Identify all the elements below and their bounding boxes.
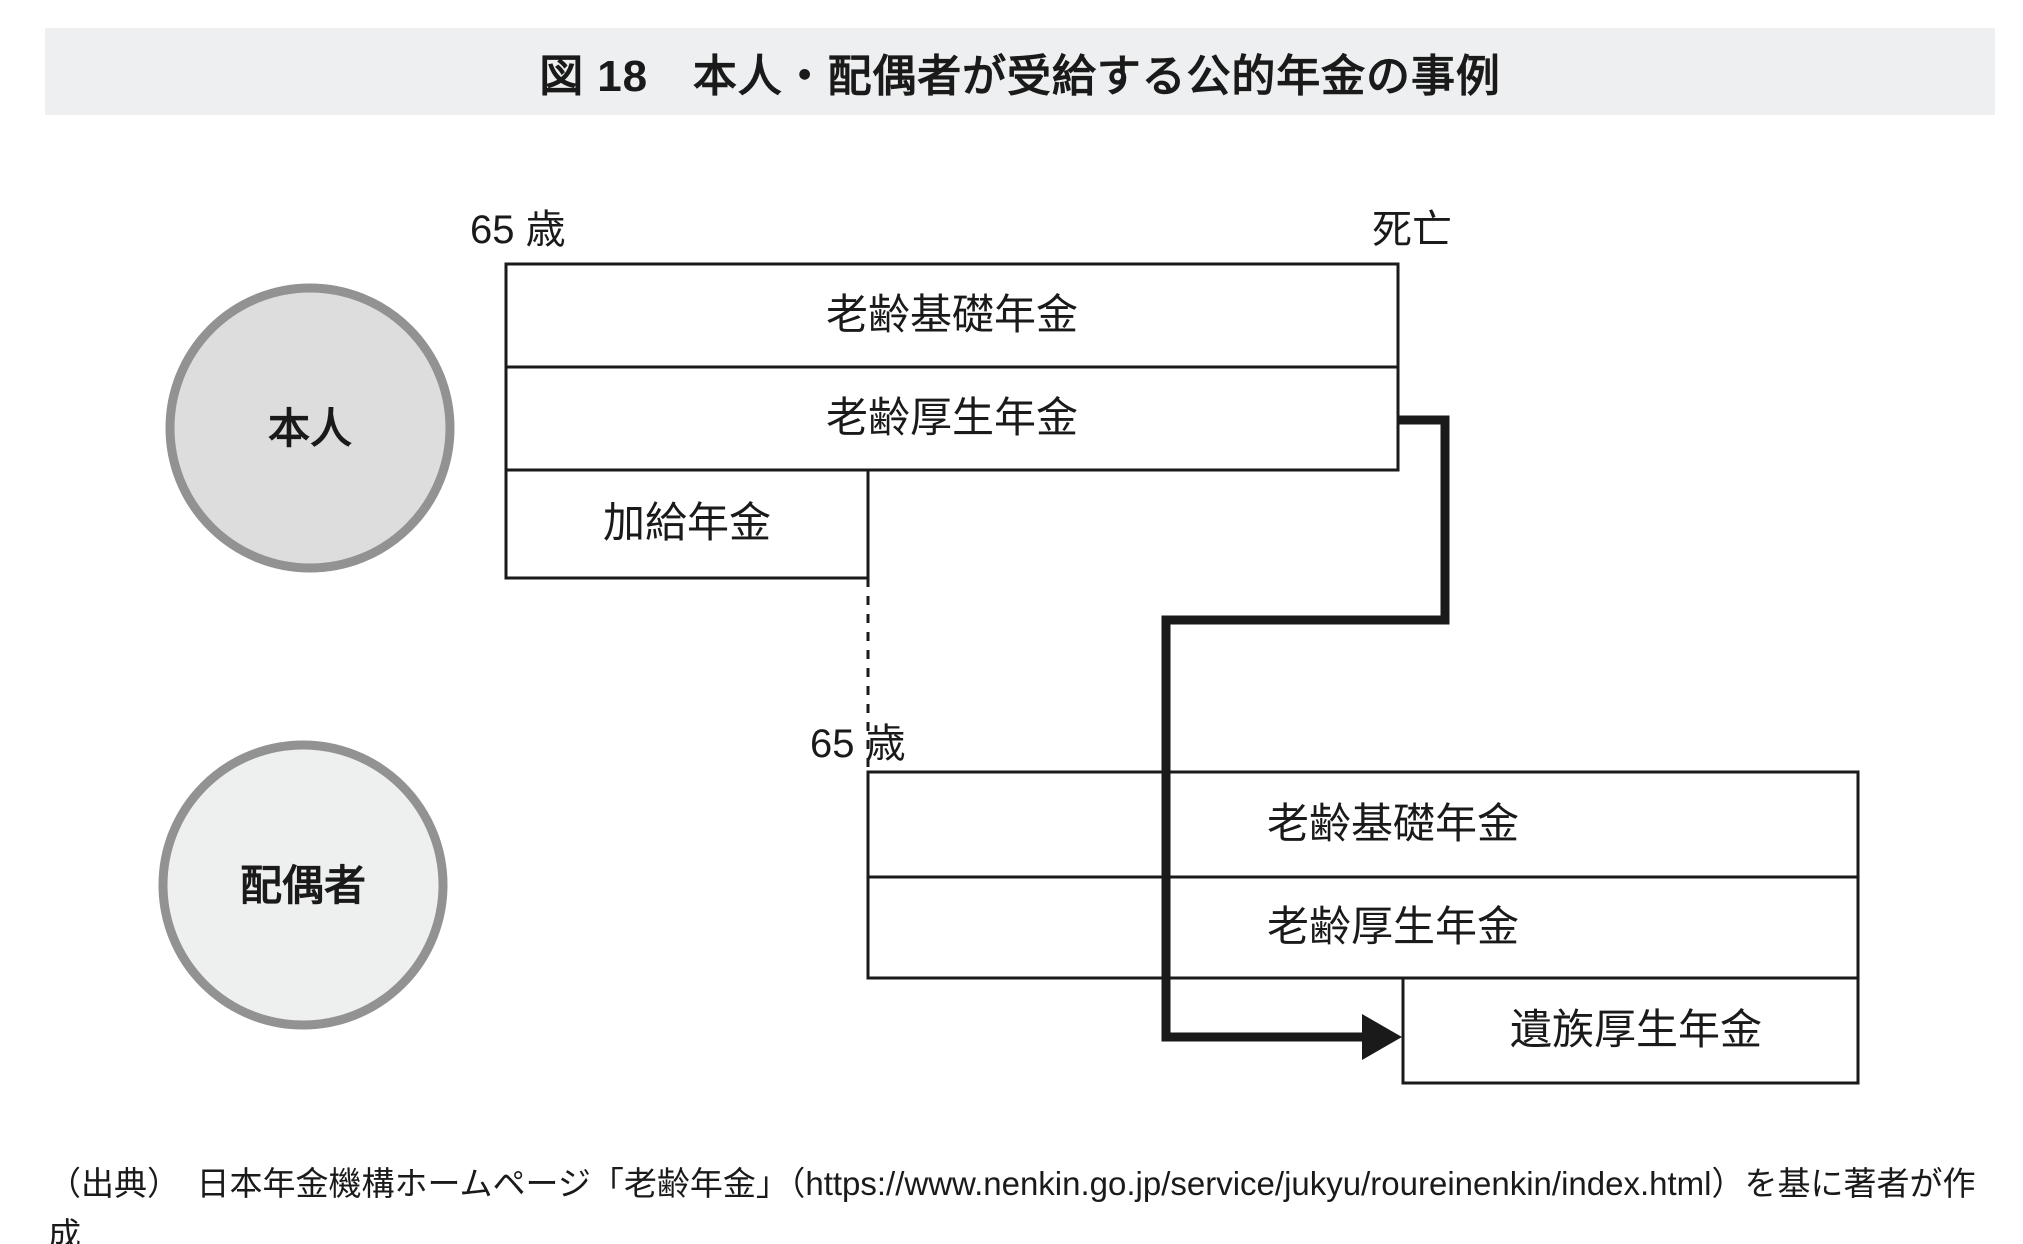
spouse-avatar-circle <box>158 740 448 1030</box>
spouse-benefit-box-2 <box>866 875 1860 980</box>
self-avatar-label: 本人 <box>268 405 352 452</box>
source-prefix: （出典） <box>48 1165 164 1202</box>
spouse-benefit-box-1 <box>866 770 1860 879</box>
self-avatar-circle <box>165 283 455 573</box>
spouse-age-marker-label: 65 歳 <box>810 722 906 766</box>
self-benefit-label-3: 加給年金 <box>603 499 771 546</box>
spouse-benefit-box-3 <box>1401 976 1860 1085</box>
self-benefit-box-3 <box>504 468 870 580</box>
spouse-benefit-label-3: 遺族厚生年金 <box>1510 1006 1762 1053</box>
self-benefit-label-2: 老齢厚生年金 <box>826 394 1078 441</box>
spouse-benefit-label-1: 老齢基礎年金 <box>1267 800 1519 847</box>
self-benefit-label-1: 老齢基礎年金 <box>826 291 1078 338</box>
survivor-pension-flow-arrow <box>1161 415 1450 1060</box>
self-age-marker-label: 65 歳 <box>470 208 566 252</box>
self-benefit-box-1 <box>504 262 1400 369</box>
self-death-marker-label: 死亡 <box>1372 208 1452 252</box>
flow-arrowhead <box>1362 1014 1402 1060</box>
title-band <box>45 28 1995 115</box>
self-person-group: 本人 <box>165 283 455 573</box>
spouse-benefit-label-2: 老齢厚生年金 <box>1267 903 1519 950</box>
spouse-person-group: 配偶者 <box>158 740 448 1030</box>
spouse-avatar-label: 配偶者 <box>240 862 366 909</box>
page-title: 図 18 本人・配偶者が受給する公的年金の事例 <box>539 51 1501 101</box>
source-text: 日本年金機構ホームページ「老齢年金」（https://www.nenkin.go… <box>48 1165 1976 1244</box>
source-note: （出典） 日本年金機構ホームページ「老齢年金」（https://www.nenk… <box>48 1158 2008 1244</box>
